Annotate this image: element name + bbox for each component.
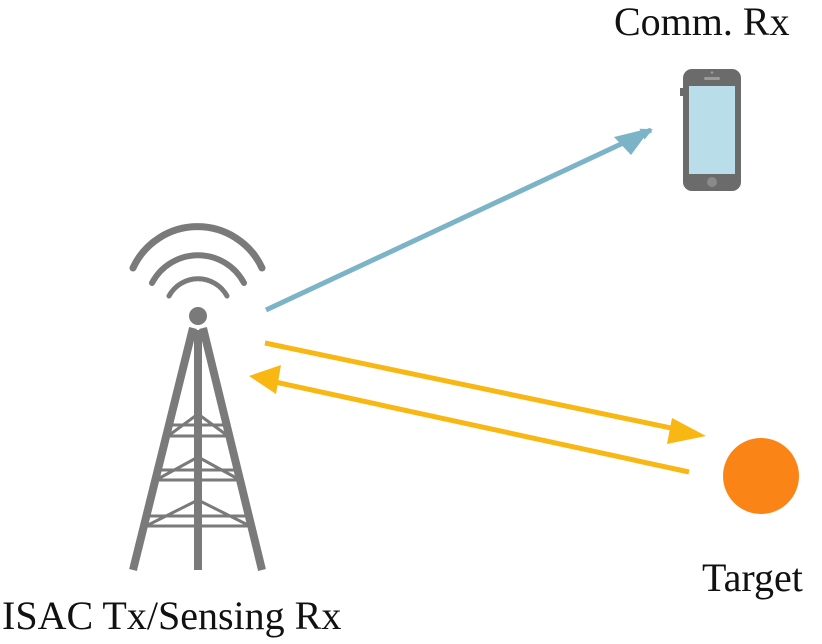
sensing-echo-arrowhead — [249, 365, 281, 394]
target-icon — [723, 438, 799, 514]
radio-tower-icon — [129, 223, 266, 571]
comm-rx-label: Comm. Rx — [614, 0, 790, 44]
signal-waves-icon — [129, 223, 266, 299]
tower-label: ISAC Tx/Sensing Rx — [2, 593, 342, 638]
antenna-tip — [189, 307, 207, 325]
target-label: Target — [702, 555, 803, 600]
sensing-forward-arrow — [264, 340, 691, 435]
smartphone-icon — [680, 69, 741, 191]
comm-link-arrow — [264, 127, 653, 313]
sensing-forward-arrowhead — [667, 418, 706, 444]
comm-link-arrowhead — [614, 128, 651, 155]
sensing-echo-arrow — [265, 377, 690, 475]
